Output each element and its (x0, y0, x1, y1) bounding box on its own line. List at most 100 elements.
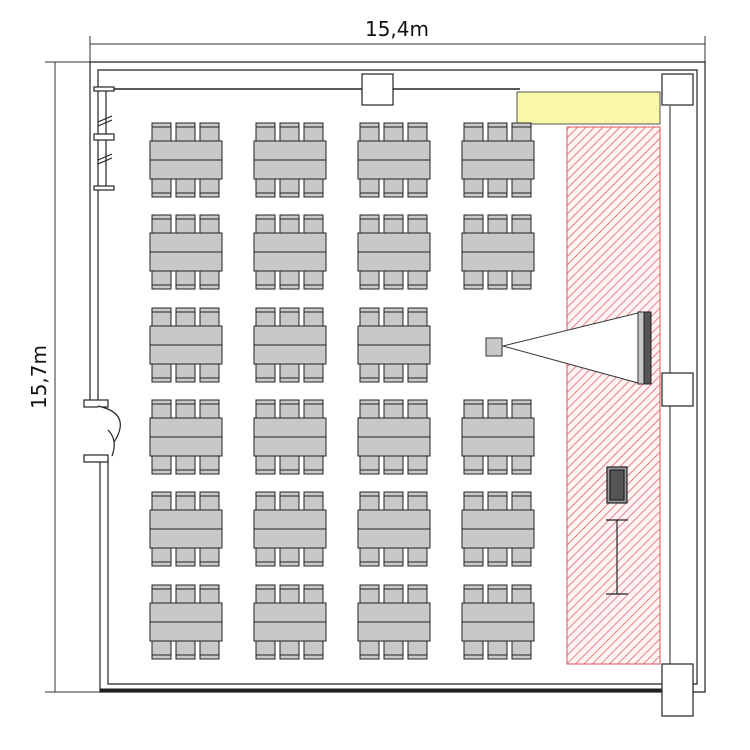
chair (487, 214, 508, 234)
table-group (149, 307, 223, 383)
chair (359, 399, 380, 419)
chair (199, 584, 220, 604)
chair (199, 399, 220, 419)
chair (511, 547, 532, 567)
chair (175, 214, 196, 234)
chair (463, 399, 484, 419)
table-group (357, 491, 431, 567)
chair (175, 547, 196, 567)
chair (255, 491, 276, 511)
chair (199, 547, 220, 567)
chair (383, 399, 404, 419)
chair (199, 178, 220, 198)
chair (279, 122, 300, 142)
chair (511, 455, 532, 475)
height-dimension: 15,7m (27, 61, 100, 693)
chair (359, 122, 380, 142)
chair (279, 640, 300, 660)
chair (303, 640, 324, 660)
chair (151, 178, 172, 198)
chair (487, 547, 508, 567)
chair (407, 399, 428, 419)
chair (175, 399, 196, 419)
chair (279, 491, 300, 511)
chair (151, 122, 172, 142)
chair (511, 640, 532, 660)
pillar (661, 663, 694, 717)
chair (279, 455, 300, 475)
chair (175, 491, 196, 511)
chair (303, 455, 324, 475)
chair (279, 547, 300, 567)
table-group (253, 491, 327, 567)
chair (279, 584, 300, 604)
chair (407, 640, 428, 660)
chair (487, 640, 508, 660)
chair (383, 214, 404, 234)
chair (511, 178, 532, 198)
chair (359, 547, 380, 567)
chair (463, 214, 484, 234)
table-group (253, 584, 327, 660)
chair (303, 270, 324, 290)
chair (407, 214, 428, 234)
pillar (661, 73, 694, 106)
chair (279, 214, 300, 234)
chair (255, 455, 276, 475)
chair (175, 307, 196, 327)
chair (255, 178, 276, 198)
pillar (661, 372, 694, 407)
chair (383, 178, 404, 198)
chair (463, 584, 484, 604)
lectern-icon (606, 466, 628, 504)
table-group (253, 399, 327, 475)
chair (255, 363, 276, 383)
chair (463, 491, 484, 511)
table-group (461, 214, 535, 290)
chair (359, 363, 380, 383)
walls (89, 61, 706, 693)
chair (303, 122, 324, 142)
chair (255, 640, 276, 660)
chair (511, 399, 532, 419)
chair (359, 491, 380, 511)
chair (303, 178, 324, 198)
chair (407, 584, 428, 604)
chair (511, 122, 532, 142)
chair (175, 584, 196, 604)
chair (463, 178, 484, 198)
table-group (357, 214, 431, 290)
chair (151, 307, 172, 327)
chair (151, 455, 172, 475)
chair (255, 270, 276, 290)
chair (383, 547, 404, 567)
chair (383, 584, 404, 604)
chair (511, 214, 532, 234)
chair (383, 363, 404, 383)
table-group (357, 122, 431, 198)
table-group (461, 399, 535, 475)
chair (303, 491, 324, 511)
table-group (149, 122, 223, 198)
chair (255, 399, 276, 419)
window-icon (93, 86, 115, 191)
chair (151, 214, 172, 234)
chair (407, 178, 428, 198)
chair (359, 214, 380, 234)
door-icon (83, 399, 121, 463)
chair (199, 307, 220, 327)
width-dimension: 15,4m (89, 17, 706, 66)
chair (151, 491, 172, 511)
chair (407, 363, 428, 383)
chair (383, 122, 404, 142)
chair (463, 547, 484, 567)
chair (199, 122, 220, 142)
table-group (357, 307, 431, 383)
chair (199, 363, 220, 383)
chair (359, 640, 380, 660)
chair (279, 178, 300, 198)
table-group (253, 307, 327, 383)
width-label: 15,4m (365, 17, 429, 41)
table-group (149, 584, 223, 660)
